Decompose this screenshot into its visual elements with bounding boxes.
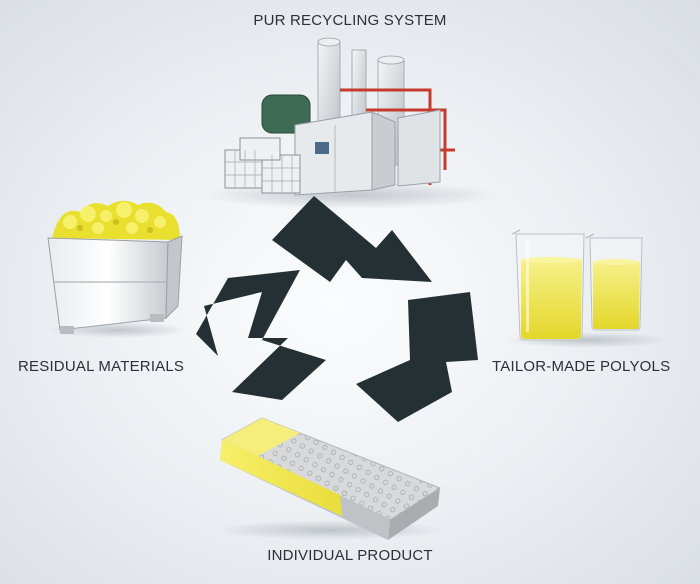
arrow-machine-to-polyols (272, 196, 432, 282)
recycling-machine-illustration (200, 37, 500, 209)
mattress-illustration (215, 417, 445, 540)
label-pur-recycling-system: PUR RECYCLING SYSTEM (253, 12, 447, 29)
label-residual-materials: RESIDUAL MATERIALS (18, 358, 185, 375)
arrow-polyols-to-product (356, 292, 478, 422)
label-individual-product: INDIVIDUAL PRODUCT (267, 547, 433, 564)
label-tailor-made-polyols: TAILOR-MADE POLYOLS (492, 358, 671, 375)
foam-scrap-bin-illustration (47, 200, 188, 338)
arrow-residual-to-machine (196, 270, 326, 400)
polyol-beakers-illustration (506, 229, 670, 348)
recycle-arrows-icon (196, 196, 478, 422)
